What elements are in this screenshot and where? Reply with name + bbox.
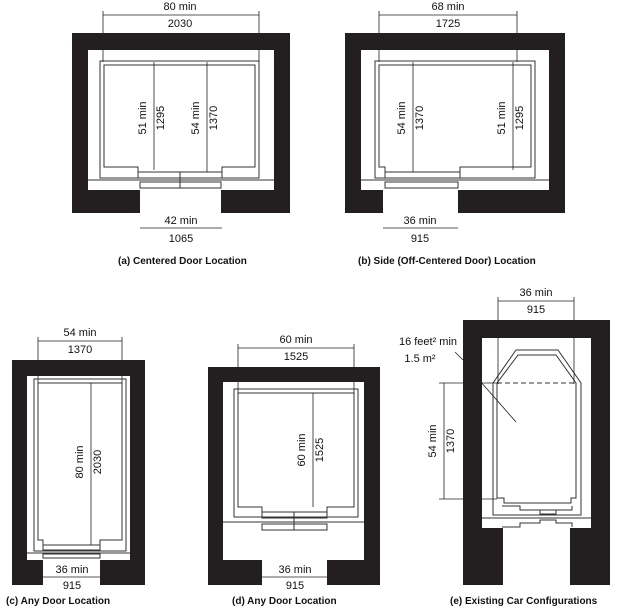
width-metric: 915 — [527, 304, 545, 316]
depth1-imperial: 51 min — [137, 101, 149, 134]
width-imperial: 54 min — [63, 327, 96, 339]
depth-imperial: 54 min — [427, 424, 439, 457]
area-imperial: 16 feet² min — [399, 336, 457, 348]
width-imperial: 80 min — [163, 1, 196, 13]
depth-metric: 1525 — [314, 438, 326, 462]
door-metric: 915 — [286, 580, 304, 592]
depth-metric: 2030 — [92, 450, 104, 474]
dimension-lines — [102, 11, 260, 229]
car-door — [482, 505, 591, 528]
car-outline — [233, 388, 359, 518]
dimension-lines — [37, 337, 123, 578]
figure-a: 80 min 2030 51 min 1295 54 min 1370 42 m… — [72, 1, 290, 245]
depth-imperial: 80 min — [74, 445, 86, 478]
figure-e: 36 min 915 16 feet² min 1.5 m² 54 min 13… — [399, 287, 610, 585]
width-metric: 1525 — [284, 351, 308, 363]
car-outline — [99, 60, 260, 179]
hoistway-wall — [72, 33, 290, 213]
hoistway-wall — [345, 33, 565, 213]
door-metric: 915 — [411, 233, 429, 245]
depth2-imperial: 54 min — [190, 101, 202, 134]
dimension-lines — [439, 297, 575, 500]
dimension-lines — [237, 344, 355, 578]
depth2-metric: 1370 — [208, 106, 220, 130]
door-metric: 915 — [63, 580, 81, 592]
car-interior — [496, 354, 577, 504]
depth-imperial: 60 min — [296, 433, 308, 466]
width-metric: 1725 — [436, 18, 460, 30]
hoistway-wall — [12, 360, 145, 585]
depth-metric: 1370 — [445, 429, 457, 453]
door-imperial: 36 min — [278, 564, 311, 576]
door-metric: 1065 — [169, 233, 193, 245]
area-metric: 1.5 m² — [404, 353, 436, 365]
depth2-imperial: 51 min — [496, 101, 508, 134]
figure-b: 68 min 1725 54 min 1370 51 min 1295 36 m… — [345, 1, 565, 245]
car-door — [88, 171, 274, 189]
car-outline — [492, 349, 582, 516]
depth1-metric: 1295 — [155, 106, 167, 130]
width-imperial: 68 min — [431, 1, 464, 13]
width-imperial: 60 min — [279, 334, 312, 346]
car-interior — [103, 64, 256, 173]
width-imperial: 36 min — [519, 287, 552, 299]
width-metric: 2030 — [168, 18, 192, 30]
depth1-imperial: 54 min — [396, 101, 408, 134]
depth1-metric: 1370 — [414, 106, 426, 130]
width-metric: 1370 — [68, 344, 92, 356]
dimension-lines — [378, 11, 518, 229]
figure-c: 54 min 1370 80 min 2030 36 min 915 — [12, 327, 145, 592]
hoistway-wall — [463, 320, 610, 585]
car-door — [223, 511, 364, 531]
figure-d: 60 min 1525 60 min 1525 36 min 915 — [208, 334, 380, 592]
hoistway-wall — [208, 367, 380, 585]
car-door — [361, 171, 549, 189]
door-imperial: 36 min — [403, 215, 436, 227]
car-door — [27, 544, 130, 559]
car-outline — [33, 378, 127, 552]
door-imperial: 42 min — [164, 215, 197, 227]
depth2-metric: 1295 — [514, 106, 526, 130]
door-imperial: 36 min — [55, 564, 88, 576]
